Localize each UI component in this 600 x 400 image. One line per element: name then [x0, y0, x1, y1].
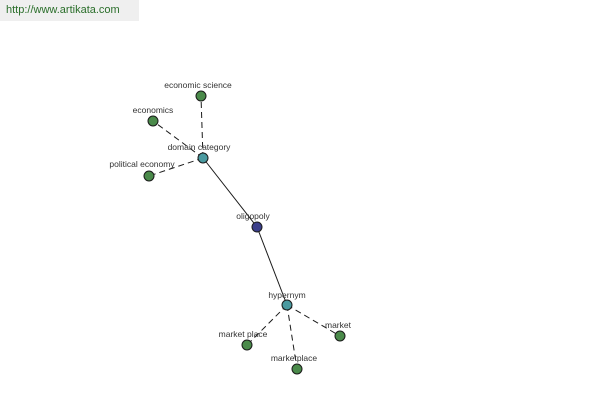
node-economics[interactable]: [147, 115, 159, 127]
node-market-place[interactable]: [241, 339, 253, 351]
node-label-hypernym[interactable]: hypernym: [268, 290, 305, 300]
node-label-domain-category[interactable]: domain category: [168, 142, 232, 152]
node-oligopoly[interactable]: [251, 221, 263, 233]
node-label-economic-science[interactable]: economic science: [164, 80, 232, 90]
node-label-market-place[interactable]: market place: [219, 329, 268, 339]
edge-domain-category-to-economics: [152, 120, 204, 159]
edge-hypernym-to-market: [286, 304, 341, 337]
node-domain-category[interactable]: [197, 152, 209, 164]
node-market[interactable]: [334, 330, 346, 342]
edge-oligopoly-to-hypernym: [256, 226, 288, 306]
edge-oligopoly-to-domain-category: [202, 157, 258, 228]
node-label-political-economy[interactable]: political economy: [109, 159, 175, 169]
site-url[interactable]: http://www.artikata.com: [0, 0, 139, 21]
edge-domain-category-to-economic-science: [200, 95, 204, 159]
node-label-economics[interactable]: economics: [133, 105, 174, 115]
edge-hypernym-to-marketplace: [286, 304, 298, 370]
node-label-marketplace[interactable]: marketplace: [271, 353, 318, 363]
graph-nodes: [143, 90, 346, 375]
node-label-market[interactable]: market: [325, 320, 352, 330]
graph-labels: oligopoly domain category hypernym economic…: [109, 80, 351, 363]
node-marketplace[interactable]: [291, 363, 303, 375]
node-label-oligopoly[interactable]: oligopoly: [236, 211, 270, 221]
node-political-economy[interactable]: [143, 170, 155, 182]
node-hypernym[interactable]: [281, 299, 293, 311]
node-economic-science[interactable]: [195, 90, 207, 102]
edge-hypernym-to-market-place: [246, 304, 288, 346]
graph-edges: [148, 95, 341, 370]
